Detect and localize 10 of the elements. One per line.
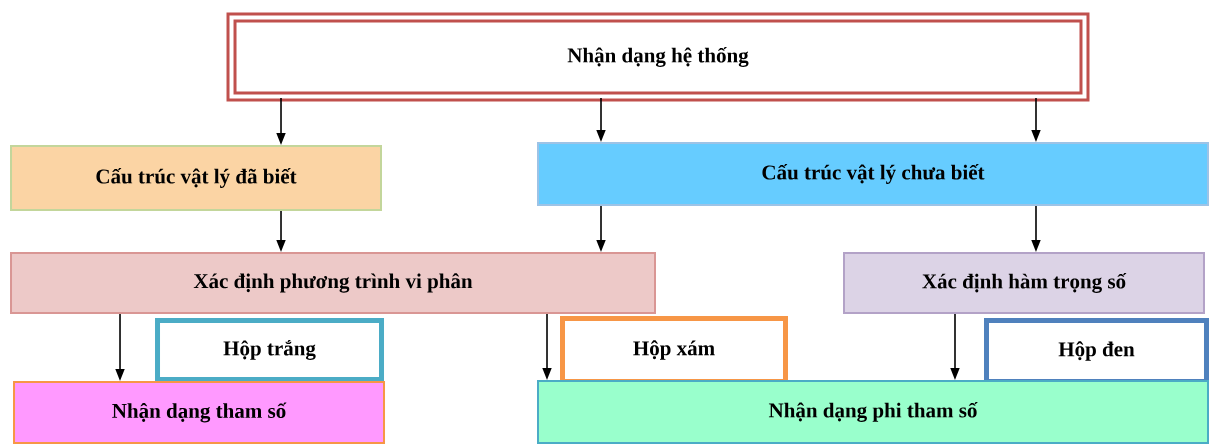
category-box: Hộp đen bbox=[984, 318, 1209, 384]
process-box: Nhận dạng phi tham số bbox=[537, 380, 1209, 444]
title-box: Nhận dạng hệ thống bbox=[226, 12, 1090, 102]
process-box: Nhận dạng tham số bbox=[13, 381, 385, 444]
process-box: Xác định phương trình vi phân bbox=[10, 252, 656, 314]
process-box: Cấu trúc vật lý chưa biết bbox=[537, 142, 1209, 206]
process-box: Cấu trúc vật lý đã biết bbox=[10, 145, 382, 211]
category-box: Hộp trắng bbox=[155, 318, 384, 382]
process-box: Xác định hàm trọng số bbox=[843, 252, 1205, 314]
category-box: Hộp xám bbox=[560, 316, 788, 384]
